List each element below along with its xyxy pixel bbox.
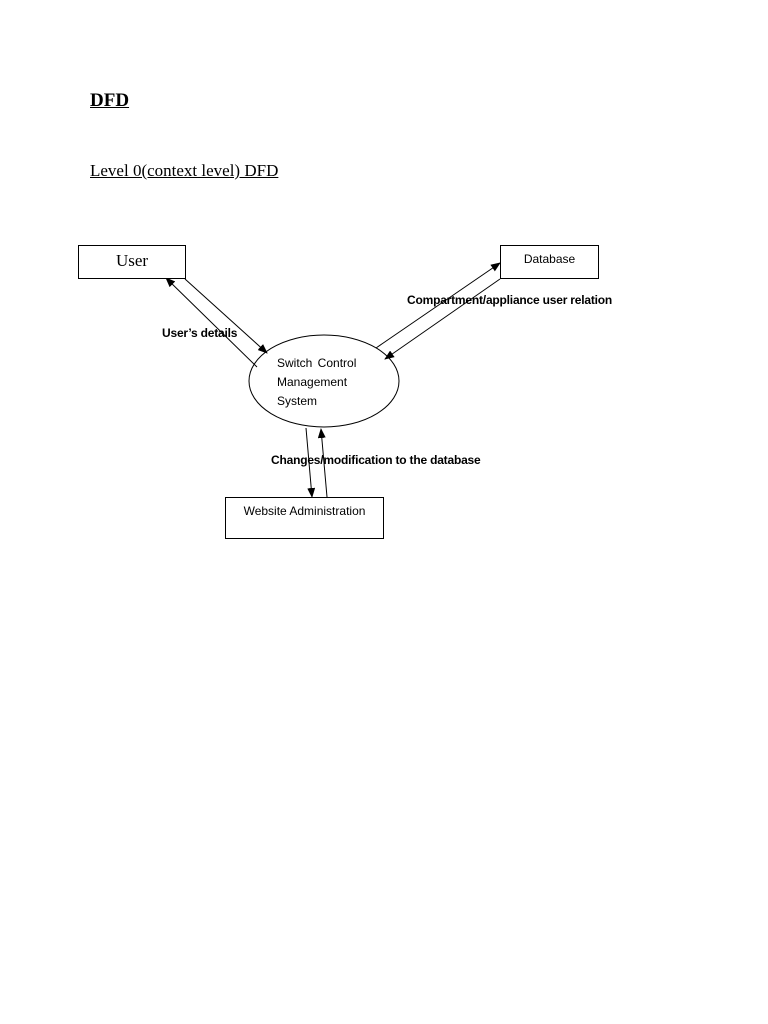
flow-arrow-database-to-process <box>384 278 501 360</box>
entity-user: User <box>78 245 186 279</box>
flow-arrow-user-to-process <box>184 278 268 354</box>
process-label-line2: Management <box>277 375 348 389</box>
flow-label-database-changes: Changes/modification to the database <box>271 453 481 467</box>
process-circle <box>248 334 400 428</box>
process-label-line3: System <box>277 394 318 408</box>
flow-arrow-process-to-user <box>165 277 258 368</box>
section-title: Level 0(context level) DFD <box>90 161 279 180</box>
entity-website-administration: Website Administration <box>225 497 384 539</box>
entity-database: Database <box>500 245 599 279</box>
flow-arrow-admin-to-process <box>317 428 328 498</box>
process-label: Switch Control Management System <box>277 354 377 411</box>
flow-label-compartment-relation: Compartment/appliance user relation <box>407 293 613 307</box>
flow-arrow-process-to-database <box>375 262 501 349</box>
flow-arrow-process-to-admin <box>305 427 316 498</box>
page-title: DFD <box>90 90 130 111</box>
process-label-line1: Switch Control <box>277 356 357 370</box>
flow-label-users-details: User’s details <box>162 326 238 340</box>
